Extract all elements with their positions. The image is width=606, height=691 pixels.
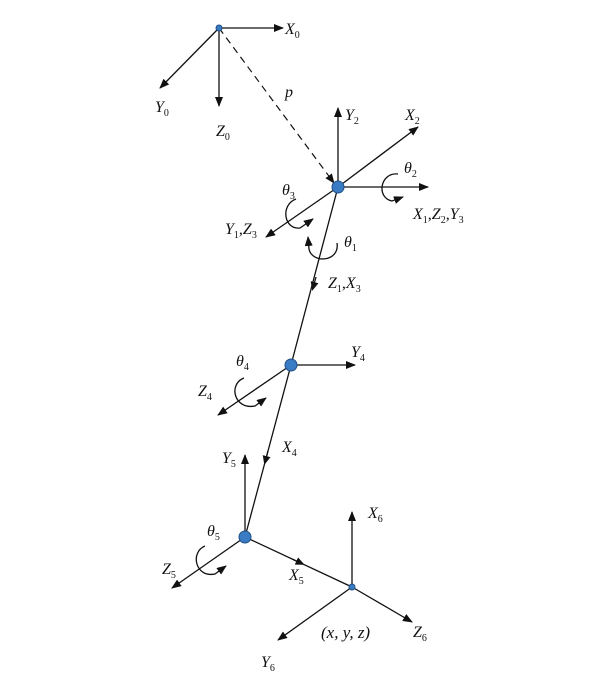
label-z5: Z5 (162, 561, 176, 581)
label-x0: X0 (284, 21, 300, 41)
link-upper (290, 186, 339, 366)
label-p: p (284, 84, 293, 101)
label-x2: X2 (404, 107, 420, 127)
z1-direction-mark (310, 276, 319, 291)
x4-direction-mark (262, 450, 271, 465)
theta5-rotation-arrow (195, 545, 227, 575)
elbow-frame: θ4 Y4 Z4 X4 (198, 344, 365, 538)
wrist-frame: Y5 θ5 Z5 X5 (162, 450, 353, 589)
label-theta4: θ4 (236, 353, 249, 373)
end-effector-frame: X6 Z6 Y6 (x, y, z) (261, 505, 427, 674)
joint-1 (331, 180, 345, 194)
z6-axis (351, 586, 413, 623)
label-theta3: θ3 (282, 182, 295, 202)
theta1-rotation-arrow (304, 236, 338, 260)
shoulder-frame: Y2 X2 θ2 X1,Z2,Y3 θ3 Y1,Z3 θ1 Z1,X3 (225, 107, 464, 366)
label-theta2: θ2 (404, 160, 417, 180)
y1-axis (265, 186, 339, 238)
label-y6: Y6 (261, 654, 275, 674)
x5-direction-mark (291, 557, 305, 565)
label-z6: Z6 (413, 624, 427, 644)
theta3-rotation-arrow (285, 198, 314, 229)
label-theta1: θ1 (344, 234, 357, 254)
y0-axis (159, 27, 220, 89)
base-origin (215, 24, 223, 32)
label-x4: X4 (281, 439, 297, 459)
base-frame: X0 Y0 Z0 p (155, 21, 335, 184)
label-z0: Z0 (216, 123, 230, 143)
label-position-xyz: (x, y, z) (321, 623, 370, 642)
label-y0: Y0 (155, 99, 169, 119)
theta4-rotation-arrow (234, 377, 267, 407)
z4-axis (217, 364, 292, 416)
x2-axis (337, 126, 419, 188)
joint-2 (284, 358, 298, 372)
z5-axis (171, 536, 246, 589)
label-y4: Y4 (351, 344, 365, 364)
position-vector-p (218, 27, 335, 184)
label-y2: Y2 (345, 107, 359, 127)
joint-3 (238, 530, 252, 544)
label-z4: Z4 (198, 383, 212, 403)
theta2-rotation-arrow (381, 173, 404, 204)
label-x6: X6 (367, 505, 383, 525)
label-x1-z2-y3: X1,Z2,Y3 (412, 206, 464, 226)
end-effector-point (348, 583, 356, 591)
label-x5: X5 (288, 567, 304, 587)
label-y1-z3: Y1,Z3 (225, 221, 257, 241)
label-theta5: θ5 (207, 523, 220, 543)
label-y5: Y5 (222, 450, 236, 470)
y6-axis (277, 586, 353, 641)
label-z1-x3: Z1,X3 (328, 275, 361, 295)
